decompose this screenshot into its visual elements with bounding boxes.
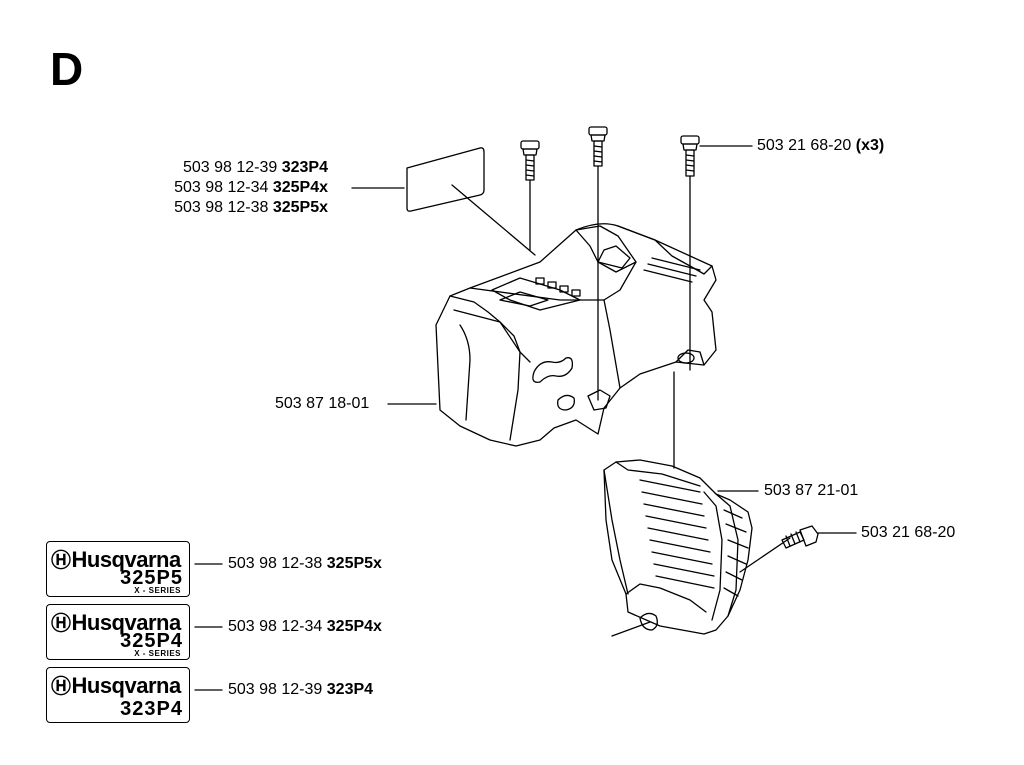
brand-name: Husqvarna <box>71 610 182 635</box>
cylinder-cover-shape <box>435 223 717 447</box>
model-code: 323P4 <box>281 159 328 176</box>
decal-325p4: ⒽHusqvarna 325P4 X - SERIES <box>46 604 190 660</box>
model-code: 323P4 <box>326 681 374 698</box>
part-number: 503 98 12-34 <box>228 618 323 635</box>
model-code: 325P4x <box>272 179 328 196</box>
part-number: 503 98 12-34 <box>174 179 269 196</box>
callout-decal-323p4: 503 98 12-39 323P4 <box>228 680 373 700</box>
part-number: 503 98 12-38 <box>228 555 323 572</box>
section-letter: D <box>50 43 84 95</box>
part-number: 503 87 21-01 <box>764 482 859 499</box>
quantity: (x3) <box>855 137 885 154</box>
model-code: 325P5x <box>272 199 328 216</box>
leader-screw-side-to-cover <box>739 537 791 573</box>
decal-323p4: ⒽHusqvarna 323P4 <box>46 667 190 723</box>
decal-model: 323P4 <box>120 698 183 720</box>
callout-label-plate-line-3: 503 98 12-38 325P5x <box>130 198 328 218</box>
part-number: 503 87 18-01 <box>275 395 370 412</box>
model-code: 325P5x <box>326 555 382 572</box>
callout-screw-side: 503 21 68-20 <box>861 523 955 543</box>
decal-series: X - SERIES <box>134 649 181 658</box>
callout-label-plate-line-1: 503 98 12-39 323P4 <box>130 158 328 178</box>
label-plate-shape <box>406 147 485 212</box>
part-number: 503 98 12-39 <box>182 159 278 176</box>
model-code: 325P4x <box>326 618 382 635</box>
part-number: 503 98 12-38 <box>174 199 269 216</box>
leader-filter-bottom <box>611 621 651 637</box>
screw-1-shape <box>520 140 540 181</box>
screw-2-shape <box>588 126 608 167</box>
part-number: 503 21 68-20 <box>757 137 852 154</box>
decal-series: X - SERIES <box>134 586 181 595</box>
callout-label-plate-line-2: 503 98 12-34 325P4x <box>130 178 328 198</box>
side-screw-shape <box>781 525 819 549</box>
part-number: 503 21 68-20 <box>861 524 956 541</box>
callout-screws-top: 503 21 68-20 (x3) <box>757 136 884 156</box>
callout-decal-325p4: 503 98 12-34 325P4x <box>228 617 382 637</box>
husqvarna-crown-icon: Ⓗ <box>51 550 71 572</box>
part-number: 503 98 12-39 <box>228 681 323 698</box>
callout-label-plate: 503 98 12-39 323P4 503 98 12-34 325P4x 5… <box>130 158 328 218</box>
husqvarna-crown-icon: Ⓗ <box>51 676 71 698</box>
decal-325p5: ⒽHusqvarna 325P5 X - SERIES <box>46 541 190 597</box>
callout-decal-325p5: 503 98 12-38 325P5x <box>228 554 382 574</box>
brand-name: Husqvarna <box>71 547 182 572</box>
leader-label-plate-to-cover <box>451 184 536 256</box>
decal-brand: ⒽHusqvarna <box>51 544 181 573</box>
husqvarna-crown-icon: Ⓗ <box>51 613 71 635</box>
screw-3-shape <box>680 135 700 177</box>
decal-model: 325P5 <box>120 567 183 589</box>
decal-brand: ⒽHusqvarna <box>51 670 181 699</box>
decal-model: 325P4 <box>120 630 183 652</box>
air-filter-cover-shape <box>603 459 753 635</box>
callout-cylinder-cover: 503 87 18-01 <box>275 394 369 414</box>
brand-name: Husqvarna <box>71 673 182 698</box>
callout-air-filter-cover: 503 87 21-01 <box>764 481 858 501</box>
decal-brand: ⒽHusqvarna <box>51 607 181 636</box>
